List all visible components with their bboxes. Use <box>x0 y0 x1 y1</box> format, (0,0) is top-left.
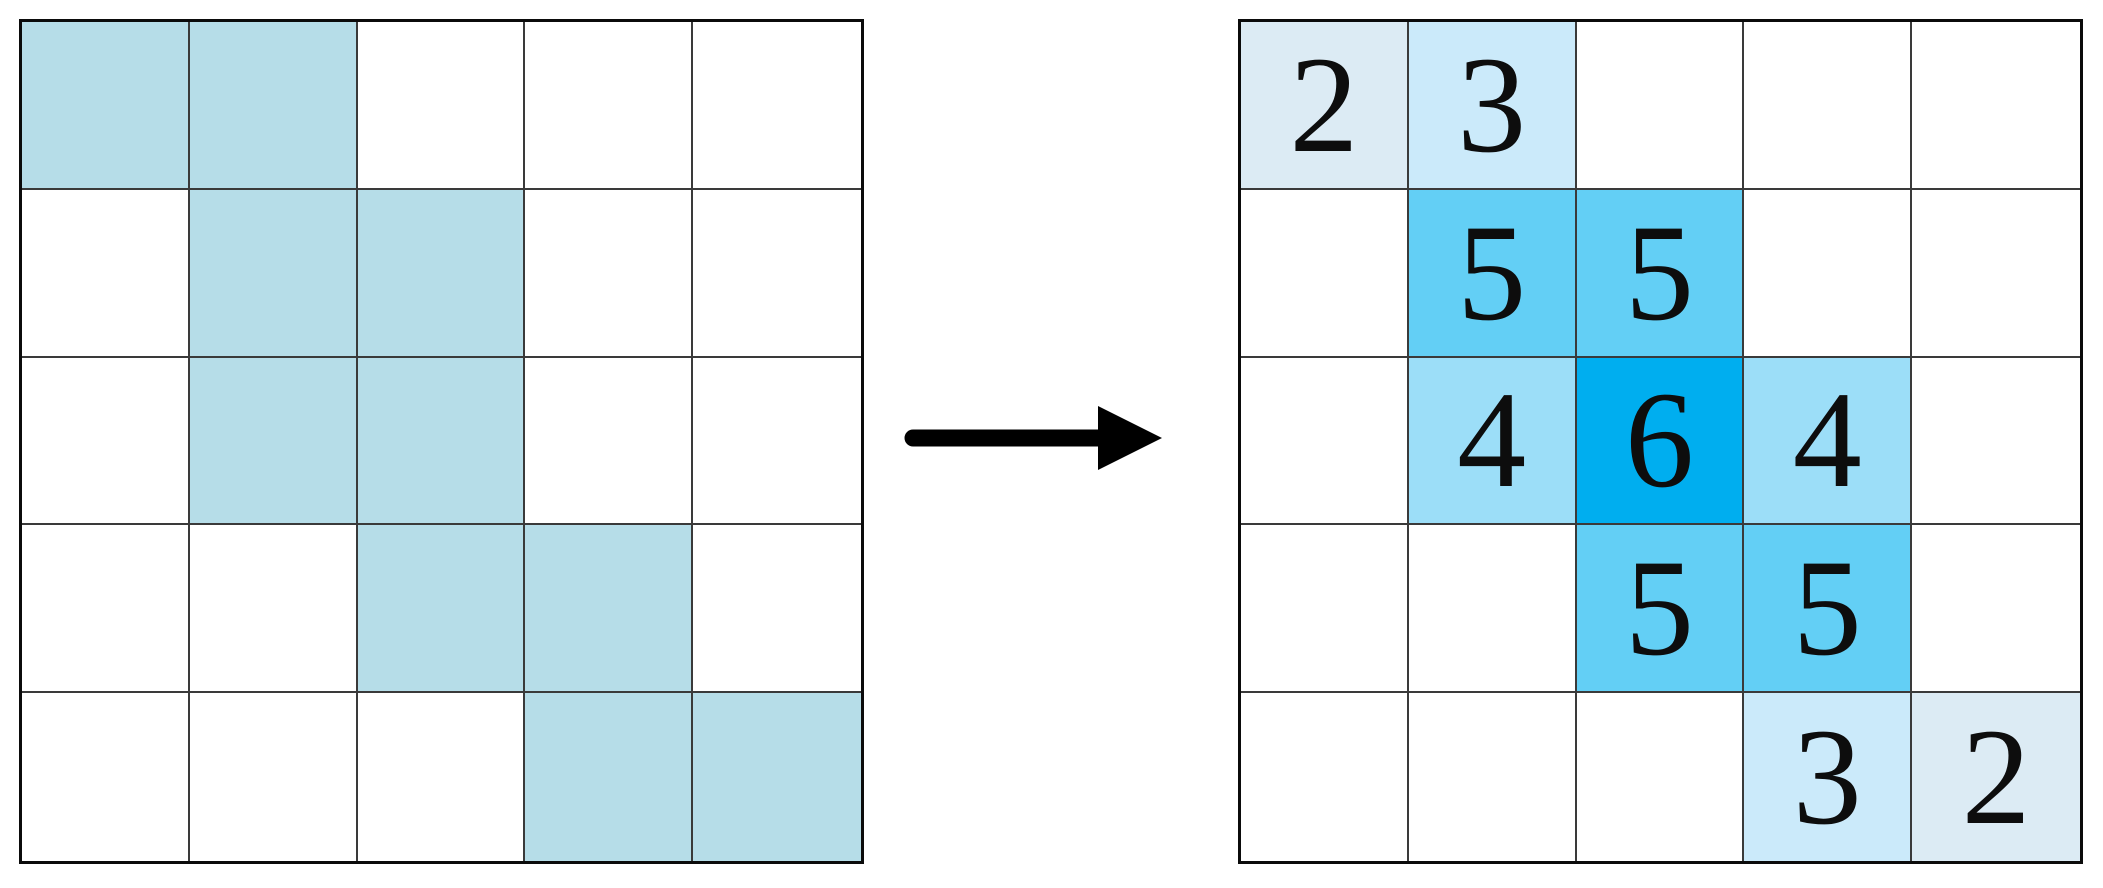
output-cell-r2c3: 4 <box>1744 357 1913 526</box>
input-cell-r2c1 <box>189 357 358 526</box>
output-cell-r2c4 <box>1912 358 2080 526</box>
input-cell-r3c4 <box>693 525 861 694</box>
output-cell-r2c2: 6 <box>1576 357 1745 526</box>
input-cell-r4c1 <box>190 693 358 861</box>
input-cell-r2c2 <box>357 357 526 526</box>
input-cell-r3c2 <box>357 525 526 694</box>
input-cell-r1c2 <box>357 189 526 358</box>
output-cell-r1c3 <box>1744 189 1913 358</box>
output-cell-r0c4 <box>1912 22 2080 190</box>
input-cell-r0c1 <box>189 22 358 190</box>
input-cell-r4c3 <box>525 693 694 861</box>
input-cell-r1c1 <box>189 189 358 358</box>
output-cell-r1c4 <box>1912 190 2080 358</box>
output-cell-r2c0 <box>1241 357 1409 526</box>
output-cell-r3c4 <box>1912 525 2080 694</box>
output-cell-r4c2 <box>1577 693 1745 861</box>
input-cell-r3c0 <box>22 525 190 694</box>
output-cell-r0c2 <box>1576 22 1745 190</box>
arrow-head <box>1098 406 1162 470</box>
input-cell-r2c3 <box>525 357 694 526</box>
output-cell-r0c1: 3 <box>1408 22 1577 190</box>
output-cell-r4c4: 2 <box>1912 693 2080 861</box>
output-cell-r2c1: 4 <box>1408 357 1577 526</box>
arrow-right-icon <box>904 406 1162 470</box>
input-cell-r1c3 <box>525 189 694 358</box>
output-cell-r3c0 <box>1241 525 1409 694</box>
input-cell-r4c0 <box>22 693 190 861</box>
input-grid <box>19 19 864 864</box>
output-cell-r3c1 <box>1408 525 1577 694</box>
output-cell-r4c3: 3 <box>1744 693 1913 861</box>
output-cell-r4c0 <box>1241 693 1409 861</box>
input-cell-r4c2 <box>358 693 526 861</box>
input-cell-r4c4 <box>693 693 861 861</box>
output-cell-r3c2: 5 <box>1576 525 1745 694</box>
input-cell-r0c0 <box>22 22 190 190</box>
output-cell-r1c0 <box>1241 189 1409 358</box>
input-cell-r3c3 <box>525 525 694 694</box>
output-cell-r3c3: 5 <box>1744 525 1913 694</box>
output-cell-r0c3 <box>1744 22 1913 190</box>
input-cell-r3c1 <box>189 525 358 694</box>
input-cell-r0c4 <box>693 22 861 190</box>
input-cell-r0c3 <box>525 22 694 190</box>
output-cell-r1c1: 5 <box>1408 189 1577 358</box>
input-cell-r0c2 <box>357 22 526 190</box>
output-cell-r0c0: 2 <box>1241 22 1409 190</box>
output-cell-r1c2: 5 <box>1576 189 1745 358</box>
input-cell-r2c4 <box>693 358 861 526</box>
input-cell-r1c4 <box>693 190 861 358</box>
input-cell-r2c0 <box>22 357 190 526</box>
output-cell-r4c1 <box>1409 693 1577 861</box>
input-cell-r1c0 <box>22 189 190 358</box>
